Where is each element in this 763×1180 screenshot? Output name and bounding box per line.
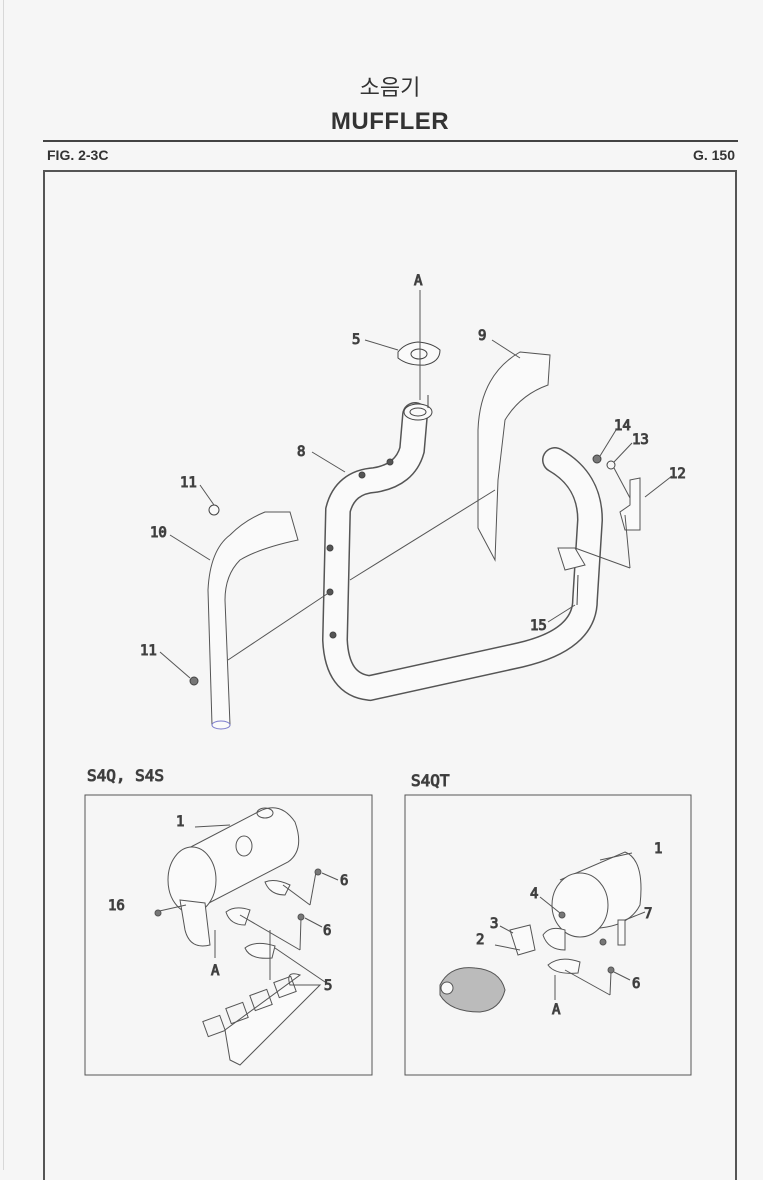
title-korean: 소음기 — [359, 76, 421, 101]
callout-15: 15 — [530, 618, 547, 634]
heat-shield-9 — [477, 351, 551, 562]
callout-14: 14 — [614, 418, 631, 434]
callout-5: 5 — [352, 332, 360, 348]
leader-lines — [159, 290, 673, 679]
left-callout-6-top: 6 — [340, 873, 348, 889]
right-callout-4: 4 — [530, 886, 538, 902]
inset-label-s4q-s4s: S4Q, S4S — [87, 766, 164, 785]
bolt-11-bottom — [189, 676, 199, 686]
left-callout-1: 1 — [176, 814, 184, 830]
left-callout-16: 16 — [108, 898, 125, 914]
nut-11-top — [208, 504, 220, 516]
left-callout-6-bottom: 6 — [323, 923, 331, 939]
left-callout-a: A — [211, 963, 220, 979]
right-callout-6: 6 — [632, 976, 640, 992]
page-number: G. 150 — [692, 147, 735, 163]
right-callout-3: 3 — [490, 916, 498, 932]
bolt-14 — [592, 454, 602, 464]
callout-11-top: 11 — [180, 475, 197, 491]
callout-13: 13 — [632, 432, 649, 448]
callout-9: 9 — [478, 328, 486, 344]
exhaust-pipe-8 — [321, 395, 604, 702]
heat-shield-10 — [207, 511, 299, 726]
bracket-15 — [557, 547, 586, 571]
gasket-5 — [397, 341, 441, 366]
main-callouts: A 5 9 8 14 13 12 11 10 11 15 — [140, 273, 687, 660]
callout-10: 10 — [150, 525, 167, 541]
callout-a: A — [414, 273, 423, 289]
diagram-frame — [43, 170, 737, 1180]
right-callout-7: 7 — [644, 906, 652, 922]
page-edge — [3, 0, 4, 1170]
muffler-s4qt — [439, 851, 646, 1013]
callout-12: 12 — [669, 466, 686, 482]
right-callout-2: 2 — [476, 932, 484, 948]
inset-box-right — [404, 794, 692, 1076]
inset-box-left — [84, 794, 373, 1076]
callout-11-bottom: 11 — [140, 643, 157, 659]
header-divider — [43, 140, 738, 142]
inset-label-s4qt: S4QT — [411, 771, 450, 790]
washer-13 — [606, 460, 616, 470]
muffler-s4q — [154, 807, 339, 1066]
page-title: MUFFLER — [330, 108, 450, 135]
left-callout-5: 5 — [324, 978, 332, 994]
right-callout-1: 1 — [654, 841, 662, 857]
right-callout-a: A — [552, 1002, 561, 1018]
figure-number: FIG. 2-3C — [47, 147, 109, 163]
callout-8: 8 — [297, 444, 305, 460]
